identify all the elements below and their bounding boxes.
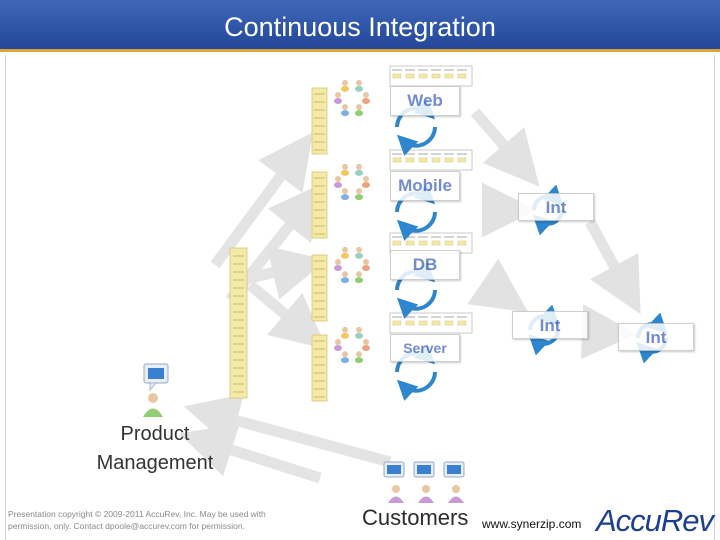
- arrow-customers-to-pm-lower: [179, 423, 322, 484]
- title-bar: Continuous Integration: [0, 0, 720, 52]
- arrow-customers-to-pm: [183, 394, 392, 468]
- team-people-icon: [334, 326, 370, 364]
- sprint-backlog-server: [311, 334, 328, 402]
- team-web: [311, 65, 473, 155]
- stream-mobile-label: Mobile: [390, 171, 460, 201]
- product-manager-icon: [143, 363, 169, 417]
- sprint-board-server: [389, 312, 473, 334]
- customers-icon: [383, 461, 465, 503]
- sprint-backlog-db: [311, 254, 328, 322]
- arrow-pm-to-server: [246, 280, 327, 350]
- arrow-web-to-int: [470, 108, 540, 187]
- product-backlog: [229, 247, 248, 399]
- integration-label-3: Int: [618, 323, 694, 351]
- team-mobile: [311, 149, 473, 239]
- stream-server-label: Server: [390, 334, 460, 362]
- slide-title: Continuous Integration: [224, 12, 496, 42]
- arrow-pm-to-web: [210, 132, 314, 269]
- sprint-board-mobile: [389, 149, 473, 171]
- arrow-int-to-final: [580, 304, 637, 360]
- customers-label: Customers: [362, 505, 469, 530]
- sprint-backlog-mobile: [311, 171, 328, 239]
- sprint-board-web: [389, 65, 473, 87]
- product-management-label: Product Management: [96, 423, 214, 474]
- team-people-icon: [334, 246, 370, 284]
- stream-db-label: DB: [390, 250, 460, 280]
- copyright-notice: Presentation copyright © 2009-2011 AccuR…: [8, 509, 266, 531]
- team-people-icon: [334, 163, 370, 201]
- slide-frame: [5, 55, 715, 540]
- arrow-pm-to-db: [248, 245, 327, 300]
- arrow-int-to-int: [585, 219, 641, 315]
- integration-label-1: Int: [518, 193, 594, 221]
- flow-arrows: [179, 108, 641, 484]
- website-link[interactable]: www.synerzip.com: [482, 517, 582, 531]
- stream-web-label: Web: [390, 86, 460, 116]
- integration-label-2: Int: [512, 311, 588, 339]
- accurev-logo: AccuRev: [596, 503, 714, 538]
- arrow-db-to-int: [467, 258, 529, 313]
- team-people-icon: [334, 79, 370, 117]
- sprint-backlog-web: [311, 87, 328, 155]
